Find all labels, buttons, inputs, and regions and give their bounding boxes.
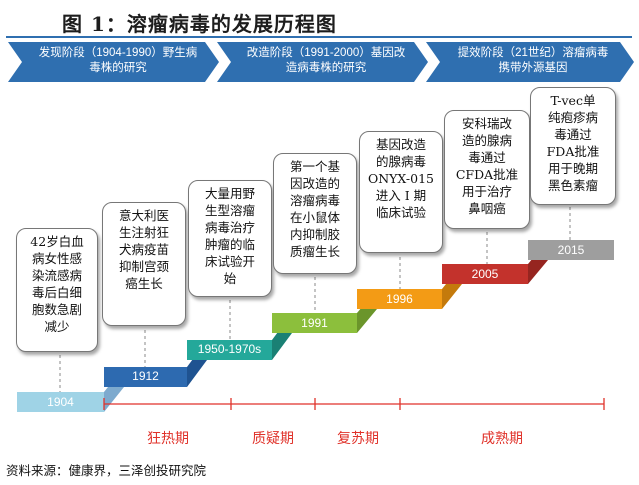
step-bar-1904: [17, 392, 104, 412]
step-riser-1912: [187, 340, 207, 387]
year-label-2015: 2015: [557, 243, 585, 257]
milestone-note-1912: 意大利医 生注射狂 犬病疫苗 抑制宫颈 癌生长: [102, 202, 186, 326]
figure-title: 图 1：溶瘤病毒的发展历程图: [62, 12, 337, 36]
era-label-doubt: 质疑期: [252, 431, 294, 447]
phase-arrow-3: [426, 42, 634, 82]
year-label-1996: 1996: [386, 292, 413, 306]
milestone-note-2005: 安科瑞改 造的腺病 毒通过 CFDA批准 用于治疗 鼻咽癌: [444, 110, 530, 229]
year-label-1950-1970s: 1950-1970s: [197, 342, 262, 356]
step-bar-1950: [187, 340, 272, 360]
year-label-1912: 1912: [132, 369, 159, 383]
phase-label-efficiency: 提效阶段（21世纪）溶瘤病毒 携带外源基因: [440, 46, 626, 76]
milestone-note-1991: 第一个基 因改造的 溶瘤病毒 在小鼠体 内抑制胶 质瘤生长: [273, 153, 357, 274]
phase-label-discovery: 发现阶段（1904-1990）野生病 毒株的研究: [24, 46, 212, 76]
step-bar-2005: [442, 264, 528, 284]
phase-label-line: 携带外源基因: [498, 62, 568, 74]
year-label-1991: 1991: [301, 316, 328, 330]
year-label-2005: 2005: [471, 267, 499, 281]
step-bar-1991: [272, 313, 357, 333]
phase-arrow-1: [8, 42, 219, 82]
milestone-note-1904: 42岁白血 病女性感 染流感病 毒后白细 胞数急剧 减少: [16, 228, 98, 352]
source-note: 资料来源：健康界，三泽创投研究院: [6, 463, 207, 478]
milestone-note-2015: T-vec单 纯疱疹病 毒通过 FDA批准 用于晚期 黑色素瘤: [530, 87, 616, 205]
year-label-1904: 1904: [47, 395, 74, 409]
step-bar-1996: [357, 289, 442, 309]
title-underline: [6, 36, 632, 38]
step-bar-2015: [528, 240, 614, 260]
era-label-fanatic: 狂热期: [147, 431, 189, 447]
phase-label-line: 造病毒株的研究: [285, 62, 367, 74]
step-bar-1912: [104, 367, 187, 387]
phase-arrow-bar: [8, 42, 634, 82]
milestone-note-1996: 基因改造 的腺病毒 ONYX-015 进入 I 期 临床试验: [359, 131, 443, 253]
phase-label-line: 改造阶段（1991-2000）基因改: [246, 47, 406, 59]
phase-label-line: 提效阶段（21世纪）溶瘤病毒: [457, 47, 609, 59]
era-label-revival: 复苏期: [337, 431, 379, 447]
step-riser-1904: [104, 367, 124, 412]
step-riser-2005: [528, 240, 548, 284]
phase-label-line: 毒株的研究: [89, 62, 147, 74]
step-riser-1996: [442, 264, 462, 309]
phase-arrow-2: [217, 42, 428, 82]
step-riser-1950: [272, 313, 292, 360]
era-label-mature: 成熟期: [481, 431, 523, 447]
step-riser-1991: [357, 289, 377, 333]
phase-label-line: 发现阶段（1904-1990）野生病: [38, 47, 198, 59]
phase-label-modification: 改造阶段（1991-2000）基因改 造病毒株的研究: [231, 46, 421, 76]
milestone-note-1950-1970s: 大量用野 生型溶瘤 病毒治疗 肿瘤的临 床试验开 始: [188, 180, 272, 297]
